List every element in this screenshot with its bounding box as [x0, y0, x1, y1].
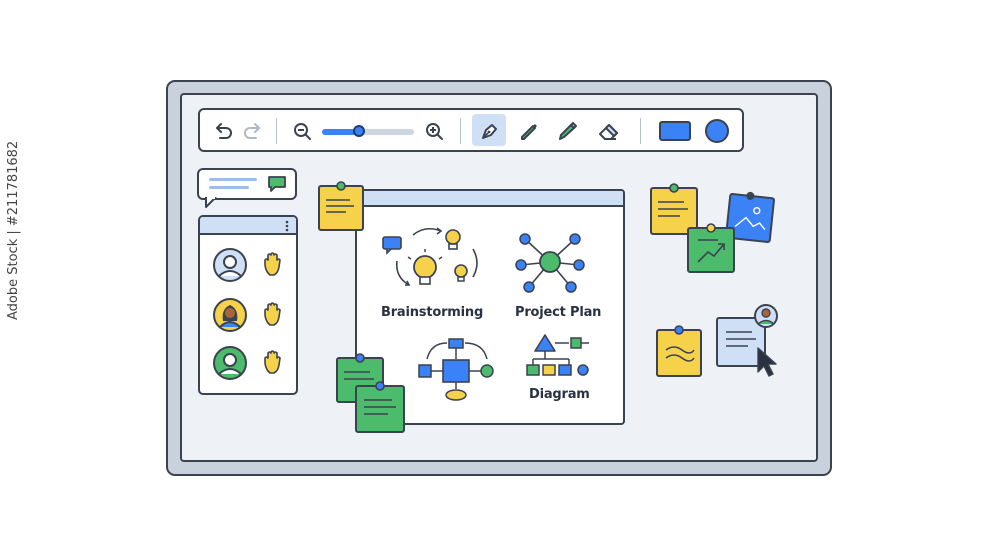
zoom-slider-handle[interactable] — [352, 125, 365, 137]
zoom-out-icon[interactable] — [292, 120, 314, 142]
circle-shape-icon[interactable] — [704, 118, 730, 144]
sticky-note-green-stack[interactable] — [334, 352, 410, 436]
zoom-slider-fill — [322, 129, 359, 135]
cursor-icon — [757, 347, 777, 377]
chat-bubble-tail — [205, 197, 217, 208]
toolbar — [198, 108, 744, 152]
sticky-note-yellow[interactable] — [316, 180, 366, 232]
chat-text-line — [209, 186, 249, 189]
toolbar-divider — [276, 118, 277, 144]
zoom-slider[interactable] — [322, 125, 414, 137]
chat-bubble[interactable] — [197, 168, 297, 200]
chat-text-line — [209, 178, 257, 181]
avatar[interactable] — [212, 297, 248, 333]
marker-icon[interactable] — [518, 119, 542, 143]
eraser-icon[interactable] — [596, 119, 622, 143]
avatar[interactable] — [212, 345, 248, 381]
avatar[interactable] — [212, 247, 248, 283]
panel-header — [200, 217, 296, 235]
diagram-illustration — [526, 334, 589, 376]
highlighter-icon[interactable] — [556, 119, 580, 143]
undo-icon[interactable] — [212, 120, 234, 142]
sticky-note-cluster[interactable] — [648, 182, 778, 274]
rectangle-shape-icon[interactable] — [658, 120, 692, 142]
more-options-icon[interactable] — [284, 220, 290, 232]
project-plan-illustration — [515, 233, 585, 293]
brainstorming-illustration — [382, 227, 478, 286]
redo-icon[interactable] — [242, 120, 264, 142]
pen-icon[interactable] — [478, 119, 502, 143]
flowchart-illustration — [418, 338, 494, 401]
zoom-in-icon[interactable] — [424, 120, 446, 142]
diagram-label: Diagram — [529, 387, 590, 402]
canvas-title-bar — [357, 191, 623, 207]
raise-hand-icon[interactable] — [262, 301, 284, 327]
collaborator-document[interactable] — [714, 302, 786, 384]
message-icon — [268, 176, 286, 192]
toolbar-divider — [460, 118, 461, 144]
sticky-note-yellow-small[interactable] — [654, 324, 706, 380]
watermark: Adobe Stock | #211781682 — [6, 140, 21, 320]
raise-hand-icon[interactable] — [262, 251, 284, 277]
raise-hand-icon[interactable] — [262, 349, 284, 375]
toolbar-divider — [640, 118, 641, 144]
project-plan-label: Project Plan — [515, 305, 602, 320]
participants-panel — [198, 215, 298, 395]
brainstorming-label: Brainstorming — [381, 305, 484, 320]
